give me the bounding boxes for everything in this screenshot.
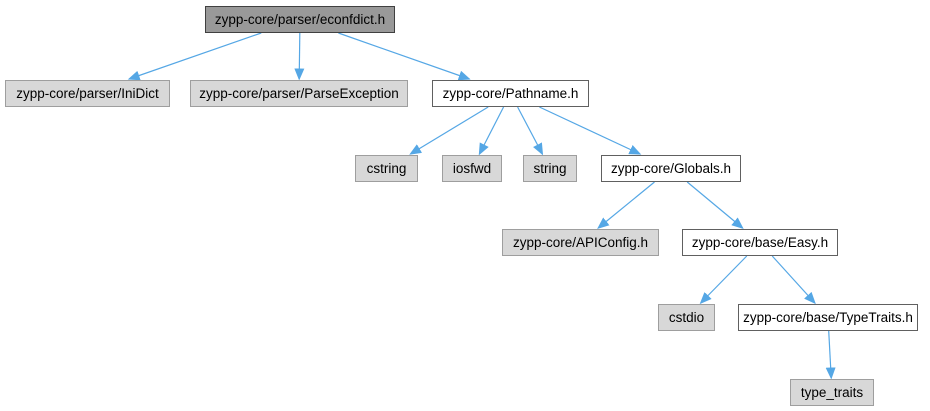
graph-edge-pathname-string xyxy=(517,106,544,156)
node-type-traits: type_traits xyxy=(790,379,874,406)
node-parseexception: zypp-core/parser/ParseException xyxy=(190,80,408,107)
graph-edge-pathname-iosfwd xyxy=(478,106,505,156)
graph-edge-easy-typetraits xyxy=(771,255,816,305)
graph-edge-globals-apiconfig xyxy=(597,181,655,229)
node-cstdio: cstdio xyxy=(658,304,715,331)
node-globals-h[interactable]: zypp-core/Globals.h xyxy=(601,155,741,182)
graph-edge-globals-easy xyxy=(686,181,744,229)
node-string: string xyxy=(523,155,577,182)
graph-edge-econfdict-pathname xyxy=(338,32,471,81)
node-easy-h[interactable]: zypp-core/base/Easy.h xyxy=(682,229,838,256)
node-typetraits-h[interactable]: zypp-core/base/TypeTraits.h xyxy=(738,304,918,331)
graph-edge-easy-cstdio xyxy=(699,255,748,305)
node-cstring: cstring xyxy=(355,155,418,182)
graph-edge-typetraits-type_traits xyxy=(825,330,836,380)
node-iosfwd: iosfwd xyxy=(442,155,502,182)
graph-edge-pathname-cstring xyxy=(409,106,489,155)
node-econfdict-h: zypp-core/parser/econfdict.h xyxy=(205,6,395,33)
node-pathname-h[interactable]: zypp-core/Pathname.h xyxy=(432,80,589,107)
graph-edge-econfdict-parseexception xyxy=(294,32,305,81)
graph-edge-econfdict-inidict xyxy=(127,32,262,81)
graph-edge-pathname-globals xyxy=(539,106,642,155)
node-inidict: zypp-core/parser/IniDict xyxy=(5,80,170,107)
node-apiconfig-h: zypp-core/APIConfig.h xyxy=(502,229,659,256)
